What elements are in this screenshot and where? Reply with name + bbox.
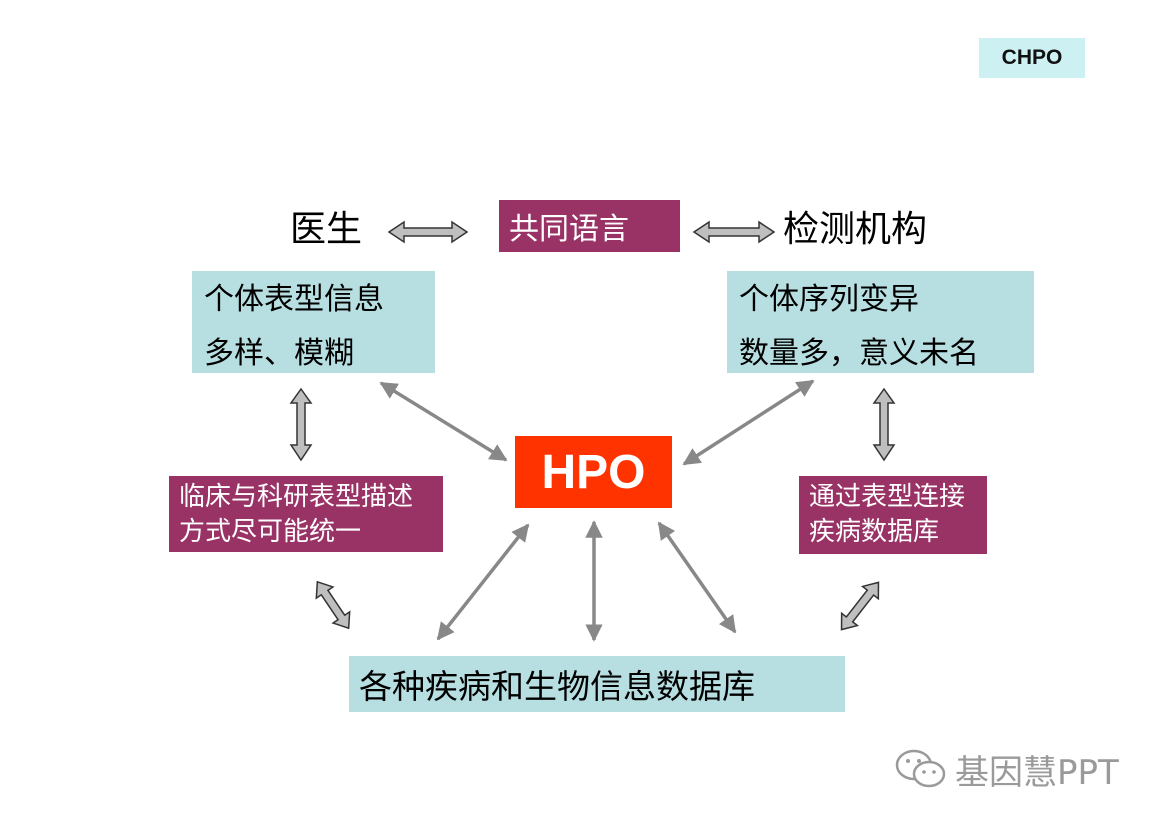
arrow-hpo-db-right [657,521,737,634]
variant-info-box: 个体序列变异 数量多，意义未名 [727,271,1034,373]
link-line-1: 通过表型连接 [809,482,966,512]
arrow-phenotype-hpo [379,381,508,462]
phenotype-line-1: 个体表型信息 [204,282,384,317]
clinical-line-1: 临床与科研表型描述 [179,482,414,512]
database-box: 各种疾病和生物信息数据库 [349,656,845,712]
phenotype-link-box: 通过表型连接 疾病数据库 [799,476,987,554]
common-language-label: 共同语言 [509,212,629,247]
clinical-description-box: 临床与科研表型描述 方式尽可能统一 [169,476,443,552]
watermark-text: 基因慧PPT [955,752,1119,793]
doctor-label: 医生 [290,209,363,250]
arrow-variant-link [872,387,896,462]
variant-line-2: 数量多，意义未名 [739,336,979,371]
arrow-phenotype-clinical [289,387,313,462]
clinical-line-2: 方式尽可能统一 [179,517,362,547]
arrow-link-db [840,581,880,631]
phenotype-line-2: 多样、模糊 [204,336,354,371]
common-language-box: 共同语言 [499,200,680,252]
phenotype-info-box: 个体表型信息 多样、模糊 [192,271,435,373]
arrow-hpo-db-left [436,523,530,641]
testing-institution-label: 检测机构 [783,209,928,250]
arrow-clinical-db [315,580,351,630]
hpo-center-box: HPO [515,436,672,508]
variant-line-1: 个体序列变异 [739,282,919,317]
database-label: 各种疾病和生物信息数据库 [359,667,755,706]
chpo-tag: CHPO [979,38,1085,78]
arrow-doctor-common [387,220,469,244]
arrow-variant-hpo [682,379,815,466]
arrow-common-testing [692,220,776,244]
watermark: 基因慧PPT [893,744,1119,794]
link-line-2: 疾病数据库 [809,517,940,547]
wechat-icon [895,749,946,788]
